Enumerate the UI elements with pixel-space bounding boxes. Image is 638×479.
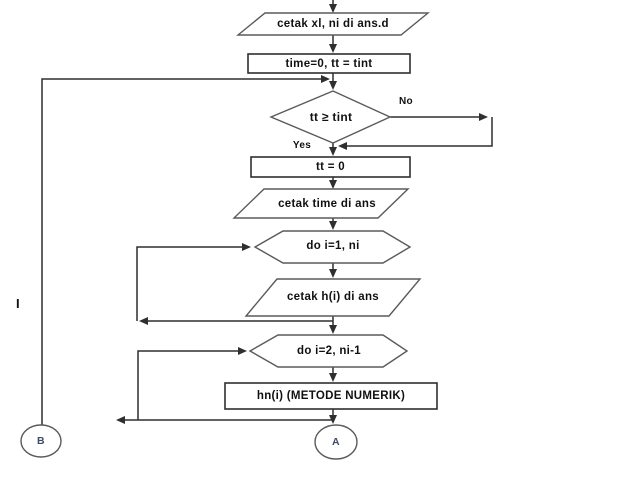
node-loop-i1-shape [253,230,412,264]
node-print-time-shape [232,188,410,219]
side-label-i: I [16,296,20,311]
node-connector-a-shape [314,424,358,460]
edge-decision-no-back [338,117,493,150]
edge-loop2-back-return [137,347,247,420]
node-print-time-label: cetak time di ans [278,198,376,210]
node-check-tt-label: tt ≥ tint [309,110,353,124]
node-numeric-shape [224,382,438,410]
node-print-h-shape [244,278,422,317]
node-print-init-label: cetak xl, ni di ans.d [277,18,389,30]
node-print-h-label: cetak h(i) di ans [286,291,379,303]
node-init-time-label: time=0, tt = tint [285,58,373,70]
edge-connector-b-return [41,75,330,425]
node-init-time-shape [247,53,411,74]
node-reset-tt-shape [250,156,411,178]
node-connector-b-label: B [37,435,45,447]
node-print-init-shape [236,12,430,36]
node-loop-i1-label: do i=1, ni [306,240,360,252]
node-check-tt-shape [269,90,392,144]
node-connector-b-shape [20,424,62,458]
node-loop-i2-label: do i=2, ni-1 [297,345,361,357]
node-numeric-label: hn(i) (METODE NUMERIK) [256,390,406,402]
node-connector-a-label: A [332,436,340,448]
edge-label-yes: Yes [292,140,312,151]
node-reset-tt-label: tt = 0 [316,161,345,173]
node-loop-i2-shape [248,334,409,368]
edge-label-no: No [399,96,413,107]
edge-loop1-back-return [136,243,251,321]
